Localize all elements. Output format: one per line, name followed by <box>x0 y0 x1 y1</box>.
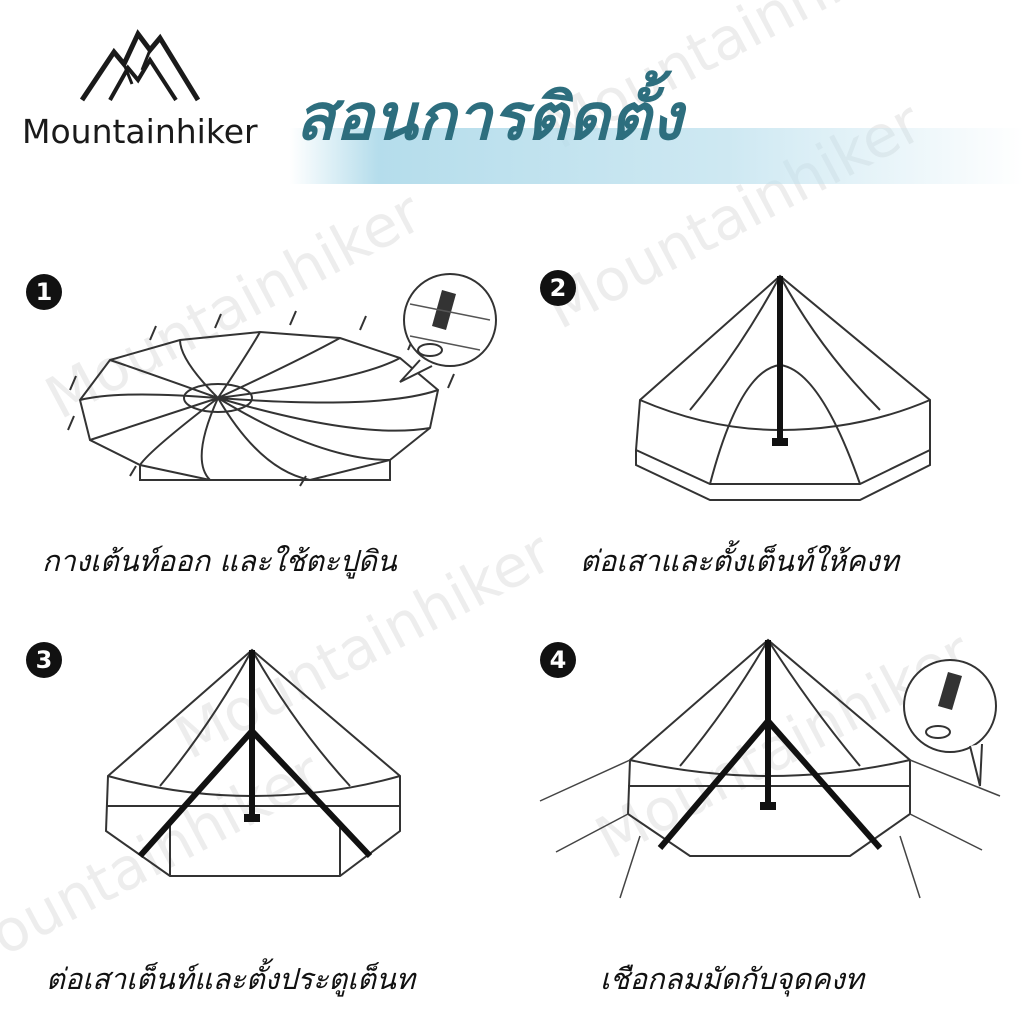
step-number-3: 3 <box>26 642 62 678</box>
step-1-caption: กางเต้นท์ออก และใช้ตะปูดิน <box>42 544 397 578</box>
title-band <box>290 128 1024 184</box>
step-number-1: 1 <box>26 274 62 310</box>
step-3-illustration <box>100 646 410 886</box>
step-2-illustration <box>630 270 940 510</box>
step-3-caption: ต่อเสาเต็นท์และตั้งประตูเต็นท <box>46 962 415 996</box>
step-4-caption: เชือกลมมัดกับจุดคงท <box>600 962 864 996</box>
step-number-4: 4 <box>540 642 576 678</box>
step-1-illustration <box>60 280 510 500</box>
step-2-caption: ต่อเสาและตั้งเต็นท์ให้คงท <box>580 544 899 578</box>
step-number-2: 2 <box>540 270 576 306</box>
mountain-peaks-icon <box>80 29 200 102</box>
page-title: สอนการติดตั้ง <box>296 81 683 155</box>
step-4-illustration <box>530 636 1010 906</box>
header: Mountainhiker สอนการติดตั้ง <box>0 0 1024 200</box>
brand-name: Mountainhiker <box>22 112 258 151</box>
